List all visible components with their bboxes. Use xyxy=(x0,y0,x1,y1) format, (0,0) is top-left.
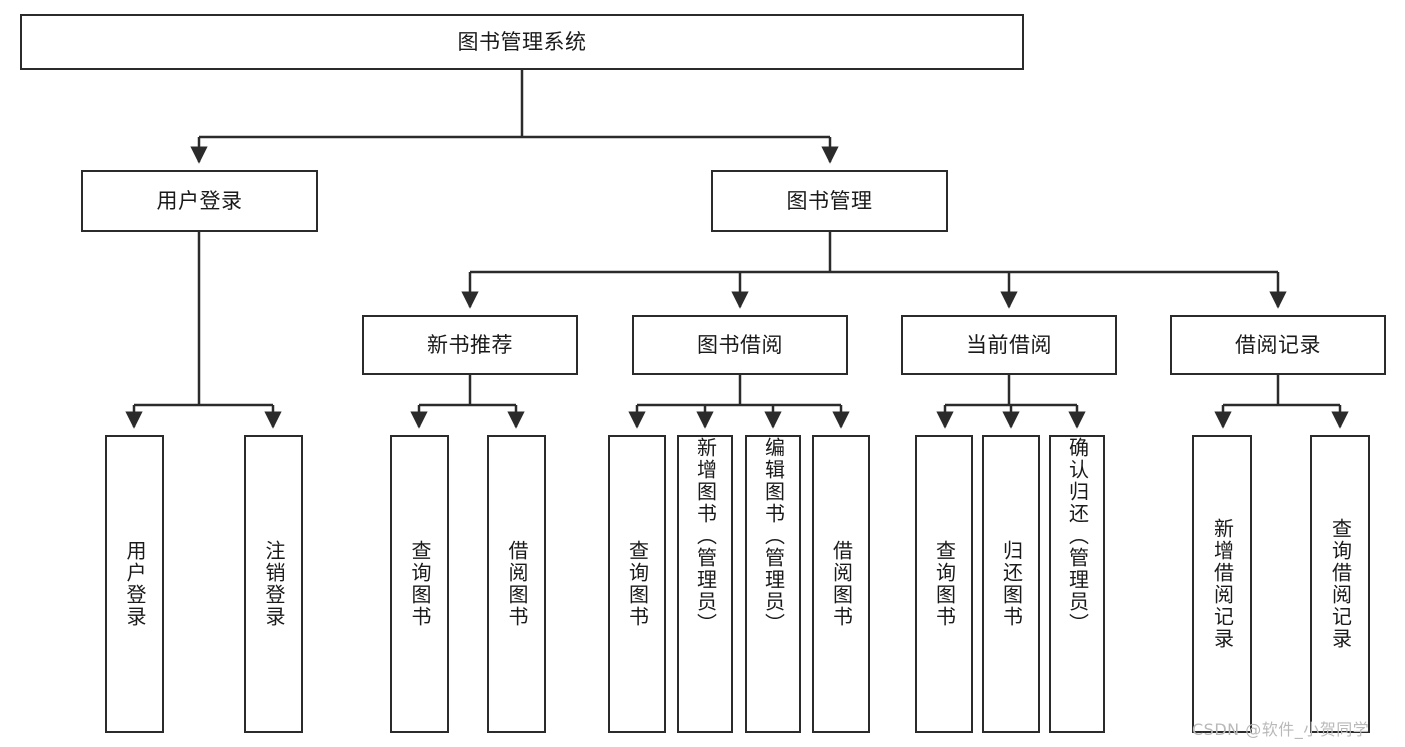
node-label: 编辑图书（管理员） xyxy=(761,437,786,635)
node-label: 归还图书 xyxy=(999,540,1024,628)
node-leaf-query-books-recommend[interactable]: 查询图书 xyxy=(390,435,449,733)
node-leaf-logout[interactable]: 注销登录 xyxy=(244,435,303,733)
node-current-borrow[interactable]: 当前借阅 xyxy=(901,315,1117,375)
node-label: 新增借阅记录 xyxy=(1210,518,1235,650)
node-book-management[interactable]: 图书管理 xyxy=(711,170,948,232)
node-leaf-confirm-return-admin[interactable]: 确认归还（管理员） xyxy=(1049,435,1105,733)
node-leaf-return-books[interactable]: 归还图书 xyxy=(982,435,1040,733)
node-borrow-record[interactable]: 借阅记录 xyxy=(1170,315,1386,375)
node-label: 查询图书 xyxy=(408,540,432,628)
node-label: 借阅图书 xyxy=(829,540,854,628)
node-label: 注销登录 xyxy=(262,540,286,628)
node-label: 借阅图书 xyxy=(505,540,529,628)
node-leaf-query-borrow-record[interactable]: 查询借阅记录 xyxy=(1310,435,1370,733)
node-label: 图书借阅 xyxy=(697,332,783,357)
node-book-borrow[interactable]: 图书借阅 xyxy=(632,315,848,375)
node-leaf-query-books-current[interactable]: 查询图书 xyxy=(915,435,973,733)
node-user-login[interactable]: 用户登录 xyxy=(81,170,318,232)
node-leaf-add-borrow-record[interactable]: 新增借阅记录 xyxy=(1192,435,1252,733)
node-label: 查询借阅记录 xyxy=(1328,518,1353,650)
node-label: 用户登录 xyxy=(156,188,243,213)
node-leaf-borrow-books-recommend[interactable]: 借阅图书 xyxy=(487,435,546,733)
node-leaf-query-books-borrow[interactable]: 查询图书 xyxy=(608,435,666,733)
node-leaf-edit-book-admin[interactable]: 编辑图书（管理员） xyxy=(745,435,801,733)
node-label: 新书推荐 xyxy=(427,332,513,357)
node-new-book-recommend[interactable]: 新书推荐 xyxy=(362,315,578,375)
node-root-book-management-system[interactable]: 图书管理系统 xyxy=(20,14,1024,70)
node-leaf-borrow-books-borrow[interactable]: 借阅图书 xyxy=(812,435,870,733)
node-leaf-user-login[interactable]: 用户登录 xyxy=(105,435,164,733)
node-label: 查询图书 xyxy=(625,540,650,628)
node-label: 借阅记录 xyxy=(1235,332,1321,357)
node-label: 当前借阅 xyxy=(966,332,1052,357)
node-label: 查询图书 xyxy=(932,540,957,628)
node-label: 图书管理系统 xyxy=(457,29,587,54)
node-leaf-add-book-admin[interactable]: 新增图书（管理员） xyxy=(677,435,733,733)
node-label: 用户登录 xyxy=(123,540,147,628)
node-label: 新增图书（管理员） xyxy=(693,437,718,635)
node-label: 确认归还（管理员） xyxy=(1065,437,1090,635)
node-label: 图书管理 xyxy=(786,188,873,213)
csdn-watermark: CSDN @软件_小贺同学 xyxy=(1192,720,1370,739)
